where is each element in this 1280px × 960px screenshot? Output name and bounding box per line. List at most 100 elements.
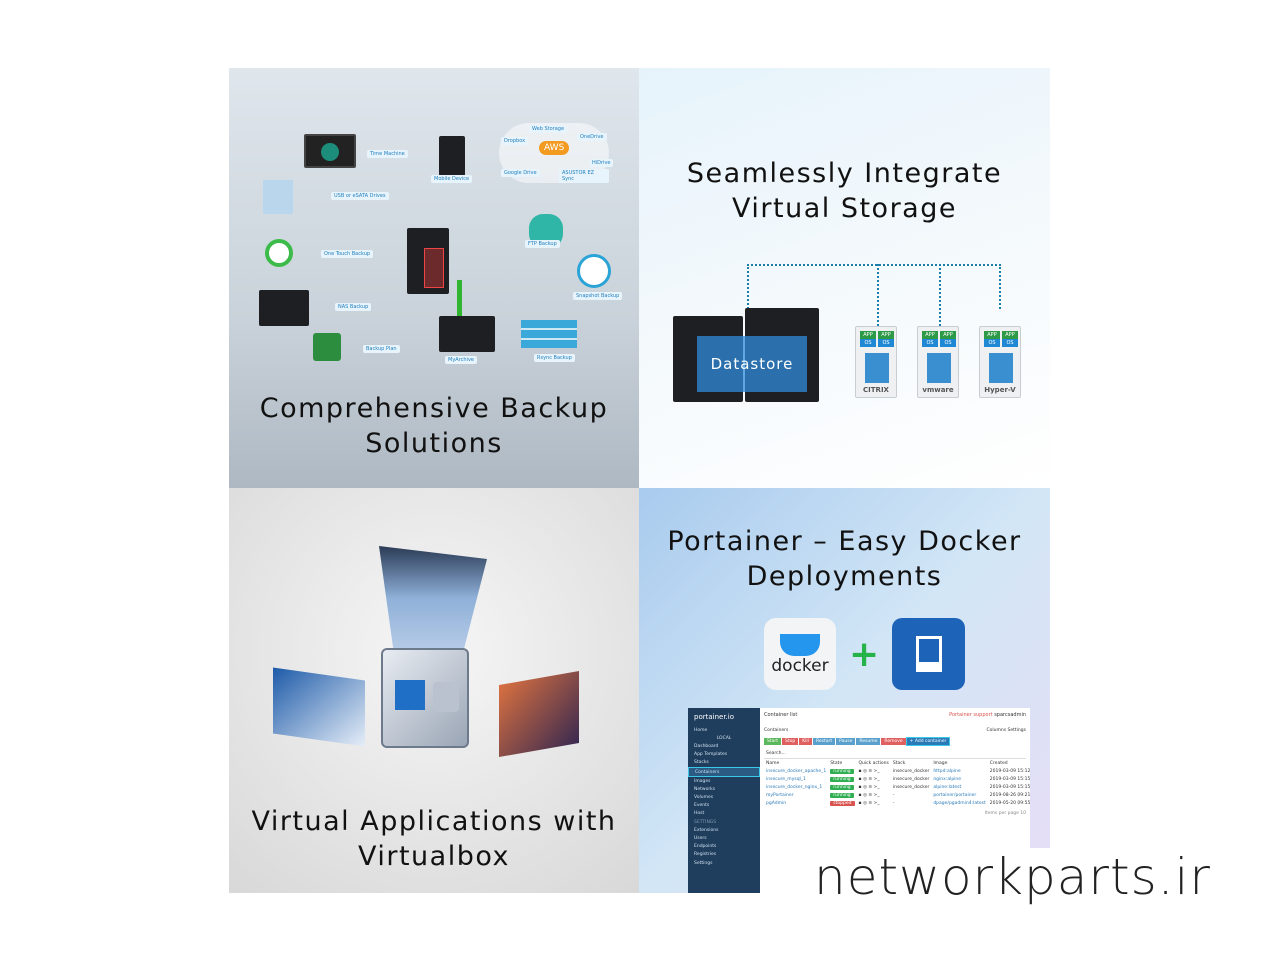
snapshot-icon bbox=[577, 254, 611, 288]
label: Mobile Device bbox=[431, 175, 473, 183]
label: Snapshot Backup bbox=[573, 292, 623, 300]
column-header[interactable]: State bbox=[830, 760, 843, 766]
laptop-icon bbox=[304, 134, 356, 168]
nas-device bbox=[407, 228, 449, 294]
state-cell: running bbox=[828, 783, 856, 791]
stack-cell: insecure_docker bbox=[892, 776, 930, 782]
quick-actions[interactable]: ▪ ◎ ≡ >_ bbox=[858, 768, 880, 774]
quick-actions[interactable]: ▪ ◎ ≡ >_ bbox=[858, 800, 880, 806]
nav-extensions[interactable]: Extensions bbox=[694, 827, 719, 833]
column-header[interactable]: Stack bbox=[892, 760, 906, 766]
quick-actions[interactable]: ▪ ◎ ≡ >_ bbox=[858, 792, 880, 798]
status-badge: running bbox=[830, 784, 854, 790]
nav-stacks[interactable]: Stacks bbox=[694, 760, 709, 766]
search-input[interactable]: Search... bbox=[764, 749, 1026, 759]
remove-button[interactable]: Remove bbox=[881, 738, 906, 745]
label: NAS Backup bbox=[335, 303, 372, 311]
column-header[interactable]: Image bbox=[933, 760, 948, 766]
table-row[interactable]: insecure_mysql_1 running▪ ◎ ≡ >_ insecure_… bbox=[764, 775, 1032, 783]
column-header[interactable]: Created bbox=[989, 760, 1008, 766]
label: Time Machine bbox=[367, 150, 408, 158]
created-cell: 2019-08-26 09:21 bbox=[989, 792, 1031, 798]
kill-button[interactable]: Kill bbox=[799, 738, 812, 745]
table-row[interactable]: pgAdmin stopped▪ ◎ ≡ >_ - dpage/pgadmin4:la… bbox=[764, 799, 1032, 807]
aws-icon: AWS bbox=[539, 141, 570, 155]
container-name[interactable]: insecure_mysql_1 bbox=[766, 776, 806, 782]
label: FTP Backup bbox=[525, 240, 560, 248]
nav-networks[interactable]: Networks bbox=[694, 786, 716, 792]
nav-settings-heading: SETTINGS bbox=[694, 819, 717, 825]
resume-button[interactable]: Resume bbox=[856, 738, 881, 745]
nav-volumes[interactable]: Volumes bbox=[694, 795, 714, 801]
vm-screen-mac bbox=[499, 670, 579, 758]
stop-button[interactable]: Stop bbox=[782, 738, 799, 745]
page-header: Container list bbox=[764, 712, 798, 718]
section-title: Containers bbox=[764, 728, 789, 733]
cloud-label: Dropbox bbox=[501, 137, 529, 145]
quick-actions[interactable]: ▪ ◎ ≡ >_ bbox=[858, 776, 880, 782]
mobile-icon bbox=[439, 136, 465, 176]
container-name[interactable]: myPortainer bbox=[766, 792, 794, 798]
image-cell[interactable]: nginx:alpine bbox=[933, 776, 962, 782]
nav-settings[interactable]: Settings bbox=[694, 860, 713, 866]
nav-registries[interactable]: Registries bbox=[694, 852, 717, 858]
columns-link[interactable]: Columns bbox=[986, 728, 1007, 733]
nav-app-templates[interactable]: App Templates bbox=[694, 752, 728, 758]
nav-home[interactable]: Home bbox=[694, 727, 708, 733]
state-cell: stopped bbox=[828, 799, 856, 807]
vm-screen-windows bbox=[273, 667, 365, 747]
nav-endpoints[interactable]: Endpoints bbox=[694, 844, 717, 850]
nav-images[interactable]: Images bbox=[694, 778, 711, 784]
cloud-label: Web Storage bbox=[529, 125, 568, 133]
column-header[interactable]: Name bbox=[766, 760, 780, 766]
image-cell[interactable]: portainer/portainer bbox=[933, 792, 977, 798]
settings-link[interactable]: Settings bbox=[1007, 728, 1026, 733]
image-cell[interactable]: dpage/pgadmin4:latest bbox=[933, 800, 986, 806]
cloud-label: OneDrive bbox=[577, 133, 607, 141]
nav-dashboard[interactable]: Dashboard bbox=[694, 743, 719, 749]
stack-cell: - bbox=[892, 800, 895, 806]
myarchive-icon bbox=[439, 316, 495, 352]
backup-plan-icon bbox=[313, 333, 341, 361]
user-name[interactable]: sparcsadmin bbox=[994, 712, 1026, 718]
nav-events[interactable]: Events bbox=[694, 803, 710, 809]
cloud-label: ASUSTOR EZ Sync bbox=[559, 169, 609, 183]
stack-cell: insecure_docker bbox=[892, 768, 930, 774]
nav-users[interactable]: Users bbox=[694, 836, 707, 842]
start-button[interactable]: Start bbox=[764, 738, 781, 745]
pagination[interactable]: Items per page 10 bbox=[984, 811, 1026, 816]
image-cell[interactable]: httpd:alpine bbox=[933, 768, 961, 774]
container-name[interactable]: insecure_docker_nginx_1 bbox=[766, 784, 823, 790]
cloud-label: Google Drive bbox=[501, 169, 540, 177]
docker-logo: docker bbox=[764, 618, 836, 690]
label: Rsync Backup bbox=[534, 354, 575, 362]
quick-actions[interactable]: ▪ ◎ ≡ >_ bbox=[858, 784, 880, 790]
container-name[interactable]: pgAdmin bbox=[766, 800, 787, 806]
add-container-button[interactable]: + Add container bbox=[905, 737, 951, 746]
created-cell: 2019-05-20 09:55 bbox=[989, 800, 1031, 806]
plus-icon: + bbox=[849, 634, 880, 675]
image-cell[interactable]: alpine:latest bbox=[933, 784, 962, 790]
label: One Touch Backup bbox=[321, 250, 374, 258]
arrow-icon bbox=[457, 280, 462, 320]
container-name[interactable]: insecure_docker_apache_1 bbox=[766, 768, 827, 774]
state-cell: running bbox=[828, 775, 856, 783]
restart-button[interactable]: Restart bbox=[812, 738, 836, 745]
cloud-label: HiDrive bbox=[589, 159, 614, 167]
pause-button[interactable]: Pause bbox=[836, 738, 856, 745]
support-link[interactable]: Portainer support bbox=[949, 712, 993, 718]
portainer-sidebar: portainer.io Home LOCAL Dashboard App Te… bbox=[688, 708, 760, 893]
nav-host[interactable]: Host bbox=[694, 811, 705, 817]
portainer-logo bbox=[892, 618, 965, 690]
nav-containers[interactable]: Containers bbox=[688, 766, 760, 778]
drive-icon bbox=[263, 180, 293, 214]
